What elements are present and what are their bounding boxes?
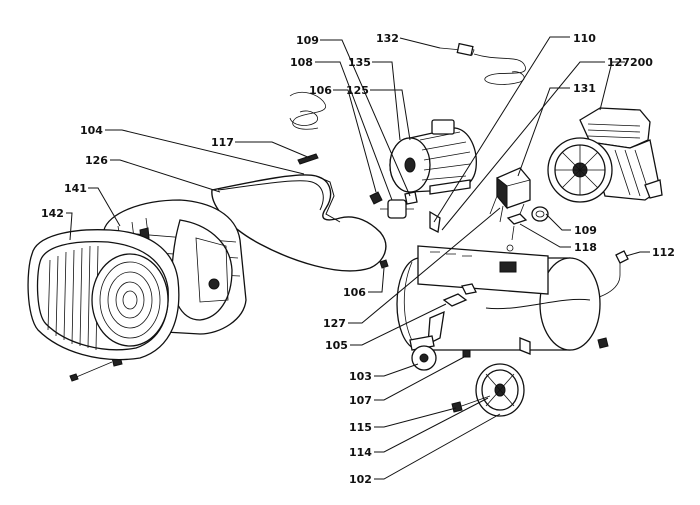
label-117: 117 [211, 136, 234, 149]
part-labels: 132 110 109 108 135 127 200 106 125 131 … [41, 32, 675, 486]
label-104: 104 [80, 124, 103, 137]
label-200: 200 [630, 56, 653, 69]
pressure-switch-icon [489, 167, 531, 223]
pipe-loop-icon [211, 174, 387, 272]
label-105: 105 [325, 339, 348, 352]
label-142: 142 [41, 207, 64, 220]
label-115: 115 [349, 421, 372, 434]
label-109-right: 109 [574, 224, 597, 237]
wheel-icon [475, 363, 525, 417]
label-125: 125 [346, 84, 369, 97]
label-131: 131 [573, 82, 596, 95]
electric-motor-icon [389, 119, 477, 195]
label-127-bottom: 127 [323, 317, 346, 330]
label-141: 141 [64, 182, 87, 195]
fan-cover-icon [27, 229, 180, 361]
label-109-top: 109 [296, 34, 319, 47]
label-103: 103 [349, 370, 372, 383]
axle-icon [451, 395, 491, 413]
label-102: 102 [349, 473, 372, 486]
label-106-top: 106 [309, 84, 332, 97]
label-135: 135 [348, 56, 371, 69]
label-114: 114 [349, 446, 372, 459]
leader-lines [66, 36, 650, 480]
label-106-bottom: 106 [343, 286, 366, 299]
caster-wheel-icon [409, 335, 437, 371]
label-110: 110 [573, 32, 596, 45]
label-112: 112 [652, 246, 675, 259]
power-cable-plug-icon [289, 42, 526, 130]
label-108: 108 [290, 56, 313, 69]
air-tank-icon [396, 244, 601, 355]
label-132: 132 [376, 32, 399, 45]
label-126: 126 [85, 154, 108, 167]
label-107: 107 [349, 394, 372, 407]
label-118: 118 [574, 241, 597, 254]
label-127-top: 127 [607, 56, 630, 69]
compressor-pump-icon [547, 107, 663, 203]
fittings-group [69, 153, 629, 382]
